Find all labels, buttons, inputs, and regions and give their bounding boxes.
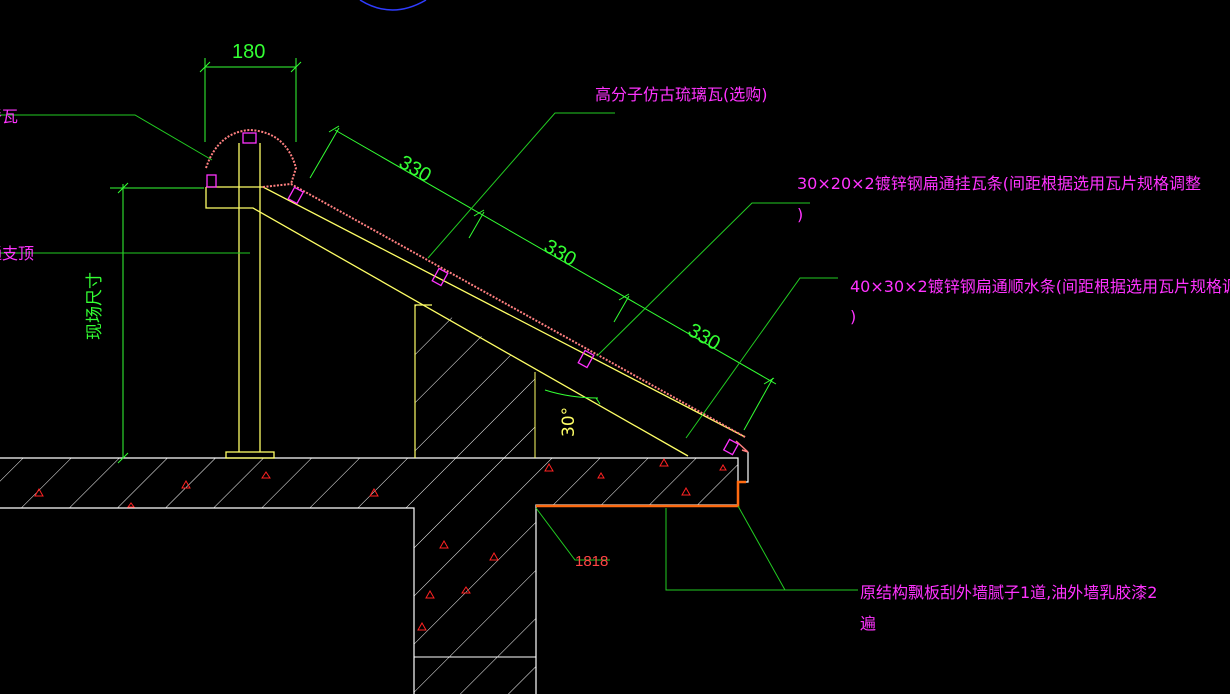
slab-finish-label-tail: 遍 xyxy=(860,614,876,633)
slope-dimension-3: 330 xyxy=(684,319,724,355)
view-circle xyxy=(359,0,427,11)
site-measure-label: 现场尺寸 xyxy=(85,272,105,340)
counter-batten-label-tail: ) xyxy=(850,307,856,326)
dimension-lines xyxy=(110,58,777,464)
reference-number: 1818 xyxy=(575,553,608,570)
angle-arc xyxy=(544,389,599,399)
roof-tile-layer xyxy=(205,128,749,453)
support-label: 通支顶 xyxy=(0,244,34,263)
batten-label-tail: ) xyxy=(797,205,803,224)
leader-lines xyxy=(0,112,858,591)
batten-label: 30×20×2镀锌钢扁通挂瓦条(间距根据选用瓦片规格调整 xyxy=(797,174,1201,193)
angle-label: 30° xyxy=(559,407,579,437)
counter-batten-label: 40×30×2镀锌钢扁通顺水条(间距根据选用瓦片规格调整 xyxy=(850,277,1230,296)
slope-dimension-2: 330 xyxy=(540,235,580,271)
parapet-wall xyxy=(414,304,536,458)
slope-dimension-1: 330 xyxy=(395,151,435,187)
ridge-tile-label: 脊瓦 xyxy=(0,107,18,126)
tile-label: 高分子仿古琉璃瓦(选购) xyxy=(595,85,768,104)
angle-tick xyxy=(595,397,601,405)
edge-flashing xyxy=(536,480,746,508)
batten-clips xyxy=(206,132,740,456)
top-width-dimension: 180 xyxy=(232,41,265,63)
steel-frame xyxy=(205,143,746,459)
slab-finish-label: 原结构飘板刮外墙腻子1道,油外墙乳胶漆2 xyxy=(860,583,1157,602)
aggregate-marks xyxy=(34,457,727,631)
